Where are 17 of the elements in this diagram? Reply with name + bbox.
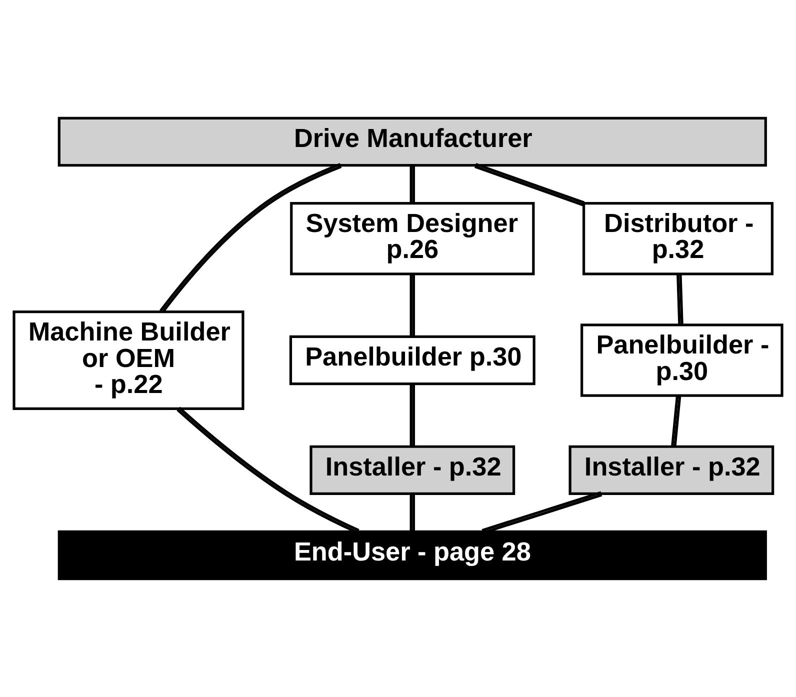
node-box: End-User - page 28: [58, 530, 767, 580]
node-box: Panelbuilder p.30: [289, 335, 536, 386]
node-box: Installer - p.32: [568, 445, 774, 496]
connector: [676, 274, 684, 325]
connector: [410, 494, 415, 532]
connector: [410, 274, 415, 337]
node-box: System Designer p.26: [290, 202, 535, 276]
connector: [671, 396, 682, 446]
node-box: Distributor - p.32: [582, 202, 774, 276]
connector: [159, 163, 342, 314]
node-box: Machine Builder or OEM - p.22: [12, 310, 244, 410]
node-box: Panelbuilder - p.30: [580, 324, 784, 397]
node-box: Installer - p.32: [310, 445, 516, 496]
node-box: Drive Manufacturer: [58, 116, 767, 167]
connector: [410, 384, 415, 447]
connector: [410, 165, 415, 203]
connector: [474, 162, 585, 206]
